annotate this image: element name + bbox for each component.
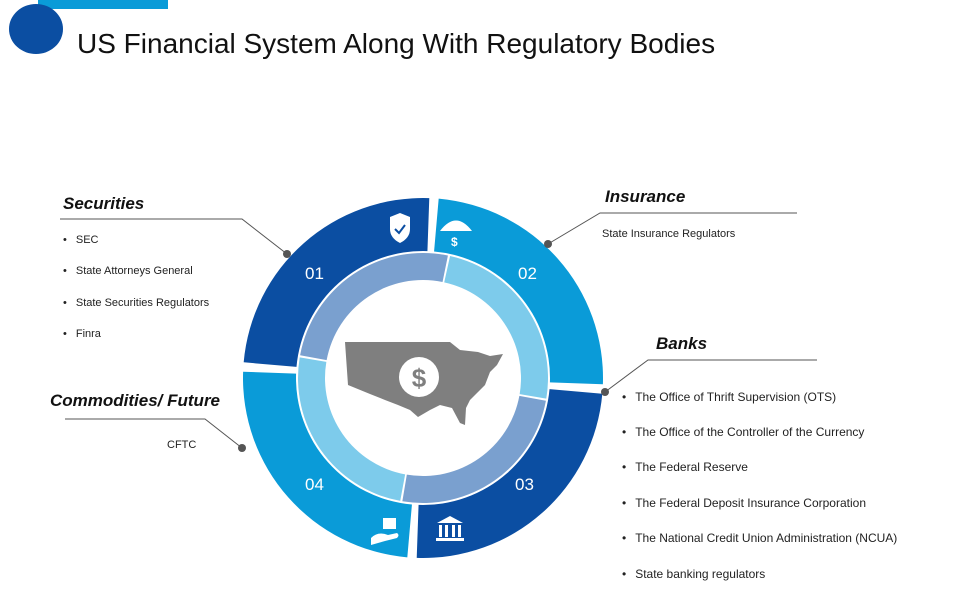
us-map-dollar-icon: $ bbox=[345, 342, 503, 425]
connector-dot bbox=[544, 240, 552, 248]
banks-heading: Banks bbox=[656, 334, 708, 353]
segment-number-01: 01 bbox=[305, 264, 324, 283]
securities-heading: Securities bbox=[63, 194, 145, 213]
page-title: US Financial System Along With Regulator… bbox=[77, 28, 716, 59]
outer-segment-01 bbox=[243, 198, 430, 367]
list-item: The Federal Deposit Insurance Corporatio… bbox=[622, 496, 866, 510]
list-item: State Securities Regulators bbox=[63, 297, 209, 309]
list-item: The Office of the Controller of the Curr… bbox=[622, 425, 864, 439]
bank-icon bbox=[436, 516, 464, 541]
list-item: Finra bbox=[63, 328, 101, 340]
insurance-heading: Insurance bbox=[605, 187, 686, 206]
inner-segment-01 bbox=[300, 253, 448, 361]
accent-circle bbox=[9, 4, 63, 54]
commodities-heading: Commodities/ Future bbox=[50, 391, 221, 410]
inner-segment-02 bbox=[444, 255, 549, 399]
list-item: State Attorneys General bbox=[63, 265, 193, 277]
list-item: The National Credit Union Administration… bbox=[622, 531, 897, 545]
list-item: SEC bbox=[63, 234, 99, 246]
outer-segment-04 bbox=[243, 371, 412, 558]
connector-dot bbox=[283, 250, 291, 258]
svg-text:$: $ bbox=[451, 235, 458, 249]
commodities-text: CFTC bbox=[167, 439, 197, 451]
shield-check-icon bbox=[390, 213, 410, 243]
inner-segment-03 bbox=[402, 395, 546, 504]
segment-number-04: 04 bbox=[305, 475, 324, 494]
accent-bar bbox=[38, 0, 168, 9]
connector-lines bbox=[60, 212, 817, 449]
list-item: State banking regulators bbox=[622, 567, 765, 581]
list-item: The Office of Thrift Supervision (OTS) bbox=[622, 390, 836, 404]
insurance-text: State Insurance Regulators bbox=[602, 228, 736, 240]
outer-segment-03 bbox=[416, 389, 603, 558]
umbrella-dollar-icon: $ bbox=[440, 220, 472, 249]
inner-segment-04 bbox=[298, 357, 406, 501]
svg-text:$: $ bbox=[412, 363, 427, 393]
hand-box-icon bbox=[371, 518, 399, 545]
list-item: The Federal Reserve bbox=[622, 460, 748, 474]
segment-number-02: 02 bbox=[518, 264, 537, 283]
connector-dot bbox=[238, 444, 246, 452]
segment-number-03: 03 bbox=[515, 475, 534, 494]
outer-segment-02 bbox=[434, 198, 603, 385]
connector-dot bbox=[601, 388, 609, 396]
